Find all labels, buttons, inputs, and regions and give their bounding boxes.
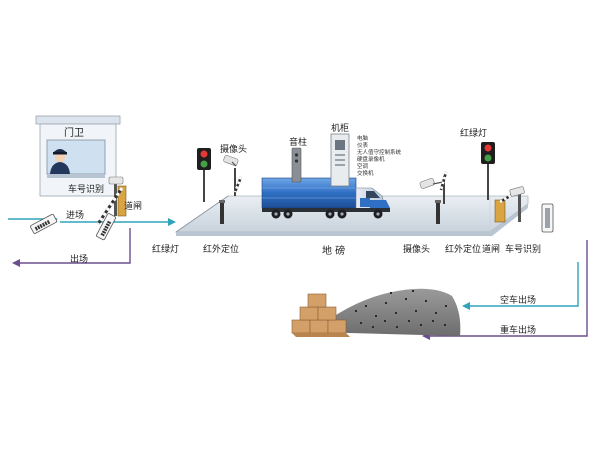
infrared-left-label: 红外定位 — [203, 243, 239, 255]
cabinet-item: 硬盘录像机 — [357, 155, 385, 163]
cabinet-item: 无人值守控制系统 — [357, 148, 402, 156]
exit-label: 出场 — [70, 253, 88, 265]
plate-camera-right-icon — [509, 186, 525, 222]
infrared-right-icon — [435, 200, 441, 224]
road-sign-left-2: ▮▮▮▮▮▮ — [96, 213, 117, 241]
barrier-left-label: 道闸 — [124, 200, 142, 212]
camera-right-icon — [419, 176, 445, 204]
cabinet-item: 空调 — [357, 162, 369, 170]
weighbridge-label: 地 磅 — [322, 244, 345, 257]
infrared-left-icon — [219, 200, 225, 224]
material-mound — [312, 288, 461, 336]
loaded-exit-label: 重车出场 — [500, 324, 536, 336]
guard-figure — [50, 149, 70, 174]
guard-booth-label: 门卫 — [64, 126, 84, 139]
infrared-right-label: 红外定位 — [445, 243, 481, 255]
cabinet-icon — [330, 133, 350, 187]
barrier-gate-left-icon — [96, 185, 127, 225]
sound-post-label: 音柱 — [289, 136, 307, 148]
cabinet-item: 交换机 — [357, 169, 374, 177]
camera-right-label: 摄像头 — [403, 243, 430, 255]
traffic-light-right-label: 红绿灯 — [460, 127, 487, 139]
guard-booth: 门卫 — [35, 115, 121, 197]
empty-exit-label: 空车出场 — [500, 294, 536, 306]
barrier-right-label: 道闸 — [482, 243, 500, 255]
barrier-right-small-icon — [439, 171, 448, 191]
road-sign-left-1: ▮▮▮▮▮▮ — [30, 213, 58, 234]
truck-icon — [261, 177, 390, 219]
plate-recognition-left-label: 车号识别 — [68, 183, 104, 195]
cabinet-item: 电脑 — [357, 134, 369, 142]
cargo-boxes — [291, 293, 350, 337]
plate-recognition-right-label: 车号识别 — [505, 243, 541, 255]
traffic-light-left-icon — [197, 148, 211, 202]
traffic-light-left-label: 红绿灯 — [152, 243, 179, 255]
cabinet-label: 机柜 — [331, 122, 349, 134]
cabinet-item-list: 电脑 仪表 无人值守控制系统 硬盘录像机 空调 交换机 — [357, 134, 402, 177]
camera-left-icon — [223, 155, 239, 196]
road-sign-right — [541, 203, 554, 233]
empty-exit-arrow — [462, 262, 579, 310]
entrance-label: 进场 — [66, 210, 84, 221]
exit-arrow — [12, 228, 131, 267]
barrier-left-small-icon — [233, 176, 243, 193]
cabinet-item: 仪表 — [357, 141, 369, 149]
traffic-light-right-icon — [481, 142, 495, 200]
camera-left-label: 摄像头 — [220, 143, 247, 155]
sound-post-icon — [291, 147, 302, 183]
